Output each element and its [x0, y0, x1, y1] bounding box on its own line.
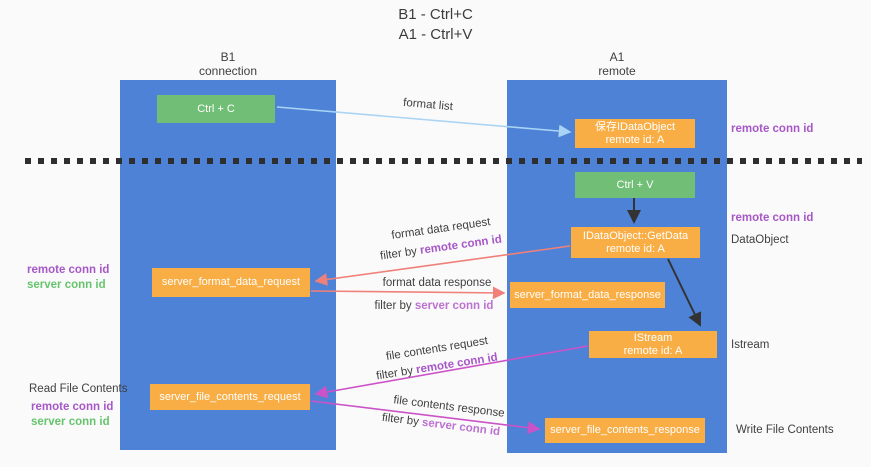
save-dataobject-line1: 保存IDataObject	[594, 120, 676, 133]
istream-side-label: Istream	[731, 339, 770, 351]
title-line-1: B1 - Ctrl+C	[398, 6, 473, 23]
left-bottom-remote-conn-id-label: remote conn id	[31, 401, 114, 413]
server-conn-id-text: server conn id	[414, 300, 494, 312]
save-dataobject-line2: remote id: A	[605, 133, 665, 146]
istream-line1: IStream	[633, 331, 673, 344]
left-column-subtitle: connection	[198, 64, 258, 78]
filter-by-text: filter by	[375, 364, 418, 383]
left-mid-remote-conn-id-label: remote conn id	[27, 264, 110, 276]
format-request-label: server_format_data_request	[161, 276, 301, 288]
istream-line2: remote id: A	[623, 344, 683, 357]
write-file-contents-label: Write File Contents	[736, 424, 834, 436]
dataobject-label: DataObject	[731, 234, 789, 246]
ctrl-v-label: Ctrl + V	[616, 178, 654, 191]
right-column-title: A1	[609, 50, 625, 64]
filter-by-text: filter by	[379, 244, 421, 263]
getdata-line2: remote id: A	[606, 242, 665, 255]
ctrl-c-box: Ctrl + C	[157, 95, 275, 123]
format-data-response-filter-label: filter by server conn id	[375, 300, 494, 312]
server-conn-id-text: server conn id	[421, 416, 501, 439]
file-request-label: server_file_contents_request	[159, 390, 301, 403]
filter-by-text: filter by	[381, 411, 423, 429]
left-mid-server-conn-id-label: server conn id	[27, 279, 106, 291]
right-mid-remote-conn-id-label: remote conn id	[731, 212, 814, 224]
getdata-box: IDataObject::GetData remote id: A	[571, 227, 700, 258]
istream-box: IStream remote id: A	[589, 331, 717, 358]
arrow-format-data-response	[310, 286, 506, 300]
file-request-box: server_file_contents_request	[150, 384, 310, 410]
getdata-line1: IDataObject::GetData	[582, 229, 689, 242]
left-column-title: B1	[220, 50, 236, 64]
remote-conn-id-text: remote conn id	[419, 233, 503, 257]
left-bottom-server-conn-id-label: server conn id	[31, 416, 110, 428]
format-list-label: format list	[402, 96, 454, 114]
format-response-box: server_format_data_response	[510, 282, 665, 308]
format-response-label: server_format_data_response	[514, 288, 661, 301]
right-column-header: A1 remote	[507, 50, 727, 78]
ctrl-c-label: Ctrl + C	[197, 102, 235, 115]
file-response-box: server_file_contents_response	[545, 418, 705, 443]
file-response-label: server_file_contents_response	[550, 424, 700, 436]
right-column-subtitle: remote	[598, 64, 636, 78]
read-file-contents-label: Read File Contents	[29, 383, 128, 395]
filter-by-text: filter by	[374, 300, 415, 312]
left-column-header: B1 connection	[120, 50, 336, 78]
format-data-response-label: format data response	[382, 277, 492, 289]
save-dataobject-box: 保存IDataObject remote id: A	[575, 119, 695, 148]
format-request-box: server_format_data_request	[152, 268, 310, 297]
dashed-separator	[25, 158, 862, 164]
right-top-remote-conn-id-label: remote conn id	[731, 123, 814, 135]
title-line-2: A1 - Ctrl+V	[398, 26, 473, 43]
ctrl-v-box: Ctrl + V	[575, 172, 695, 198]
